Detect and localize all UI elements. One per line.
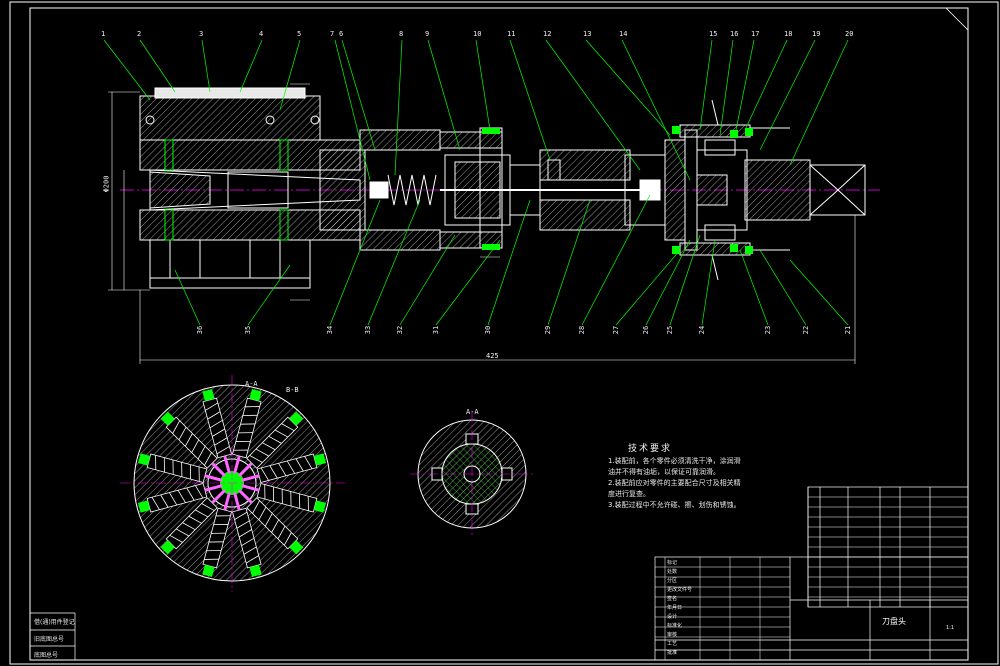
tech-req-line: 1.装配前，各个零件必须清洗干净，涂润滑	[608, 457, 741, 465]
tech-req-line: 度进行复查。	[608, 490, 650, 498]
title-block-label: 批准	[667, 650, 678, 656]
part-label: 12	[543, 30, 552, 38]
section-label-left: A-A	[245, 380, 258, 388]
part-label: 2	[137, 30, 142, 38]
title-block-rows	[655, 496, 968, 660]
cutter-disc-section-view	[120, 375, 345, 592]
title-block-label: 处数	[667, 569, 678, 575]
tech-req-line: 3.装配过程中不允许碰、擦、划伤和锈蚀。	[608, 501, 741, 509]
part-label: 23	[764, 325, 773, 335]
title-block-scale: 1:1	[946, 625, 955, 631]
section-label-right: A-A	[466, 408, 479, 416]
part-label: 16	[730, 30, 739, 38]
part-label: 20	[845, 30, 854, 38]
part-label: 28	[578, 325, 587, 335]
part-label: 10	[473, 30, 482, 38]
drawing-name: 刀盘头	[882, 617, 906, 626]
part-label: 25	[666, 325, 675, 335]
dimension-left: Φ200	[102, 175, 111, 193]
technical-requirements-title: 技术要求	[628, 444, 673, 454]
outer-frame	[9, 1, 999, 665]
part-label: 17	[751, 30, 760, 38]
part-label: 29	[544, 325, 553, 335]
part-label: 21	[844, 325, 853, 335]
tech-req-line: 2.装配前应对零件的主要配合尺寸及相关精	[608, 479, 741, 487]
title-block-label: 分区	[667, 578, 678, 584]
part-label: 13	[583, 30, 592, 38]
title-block-label: 标记	[667, 560, 678, 566]
part-label: 5	[297, 30, 302, 38]
title-block-label: 标准化	[667, 623, 683, 629]
title-block-label: 签名	[667, 596, 678, 602]
part-label: 7	[330, 30, 335, 38]
section-label-detail: B-B	[286, 386, 299, 394]
part-label: 18	[784, 30, 793, 38]
part-label: 36	[196, 325, 205, 335]
corner-mark	[945, 7, 969, 31]
part-label: 22	[802, 325, 811, 335]
part-label: 6	[339, 30, 344, 38]
part-label: 24	[698, 325, 707, 335]
side-label: 借(通)用件登记	[34, 619, 75, 626]
part-label: 4	[259, 30, 264, 38]
main-assembly-view	[120, 87, 880, 289]
part-label: 1	[101, 30, 106, 38]
title-block-label: 设计	[667, 614, 678, 620]
title-block-label: 工艺	[667, 641, 678, 647]
title-block-label: 年月日	[667, 605, 683, 611]
part-label: 19	[812, 30, 821, 38]
side-label: 底图总号	[34, 652, 59, 659]
part-label: 31	[432, 325, 441, 335]
title-block-label: 更改文件号	[667, 587, 693, 593]
part-label: 30	[484, 325, 493, 335]
side-label: 旧底图总号	[34, 636, 65, 643]
dimension-lines	[108, 83, 856, 364]
part-label: 33	[364, 325, 373, 335]
part-label: 32	[396, 325, 405, 335]
part-label: 14	[619, 30, 628, 38]
part-label: 3	[199, 30, 204, 38]
flange-detail-view	[410, 412, 535, 536]
part-label: 26	[642, 325, 651, 335]
part-label: 15	[709, 30, 718, 38]
part-label: 35	[244, 325, 253, 335]
leader-lines	[103, 39, 849, 326]
part-label: 27	[612, 325, 621, 335]
part-label: 9	[425, 30, 430, 38]
part-label: 34	[326, 325, 335, 335]
inner-frame	[29, 7, 969, 661]
tech-req-line: 油并不得有油垢，以保证可靠润滑。	[608, 468, 720, 476]
part-label: 11	[507, 30, 516, 38]
part-label: 8	[399, 30, 404, 38]
dimension-overall: 425	[486, 352, 499, 360]
title-block-label: 审核	[667, 632, 678, 638]
